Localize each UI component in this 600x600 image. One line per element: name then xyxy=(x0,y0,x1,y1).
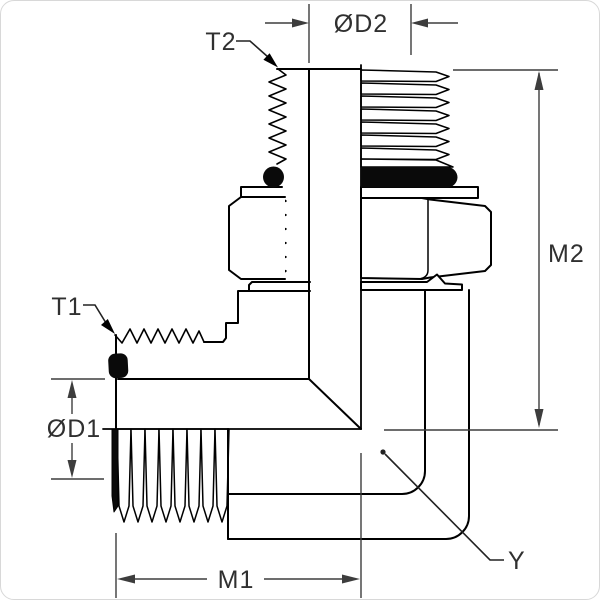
side-port-thread-start xyxy=(111,428,119,513)
o-ring-band xyxy=(361,167,458,188)
hex-locknut-flat-edge xyxy=(420,198,429,280)
body-neck-profile xyxy=(203,290,250,343)
label-m2: M2 xyxy=(548,240,585,268)
dim-m2 xyxy=(384,69,558,431)
dimension-labels: T2 ØD2 M2 T1 ØD1 M1 Y xyxy=(47,10,585,594)
seals xyxy=(108,166,458,379)
top-port-threads xyxy=(360,69,454,168)
washer-right xyxy=(360,186,479,199)
leader-t1 xyxy=(83,304,115,334)
top-port-bore-wall xyxy=(308,68,362,430)
body-flange-right xyxy=(360,273,463,291)
body-inner-silhouette xyxy=(228,289,426,495)
label-y: Y xyxy=(508,547,526,575)
top-port-section-thread-zigzag xyxy=(268,68,287,165)
hex-locknut-left-section xyxy=(228,196,286,280)
hex-locknut-right xyxy=(360,197,492,280)
dim-m1 xyxy=(115,453,362,598)
fitting-body xyxy=(102,64,492,540)
side-port-threads xyxy=(116,428,230,523)
label-d1: ØD1 xyxy=(47,415,101,443)
thread-runout xyxy=(360,158,454,168)
label-d2: ØD2 xyxy=(334,10,388,38)
dimensions xyxy=(51,4,558,598)
leader-t2 xyxy=(236,40,278,68)
leaders xyxy=(83,40,504,561)
leader-y xyxy=(380,449,504,561)
dim-d1 xyxy=(51,378,105,480)
side-port-seal xyxy=(108,353,129,379)
side-port-section-thread-zigzag xyxy=(114,328,205,344)
label-t1: T1 xyxy=(51,293,82,321)
o-ring-section xyxy=(263,166,284,188)
body-flange-left-section xyxy=(248,281,311,292)
label-t2: T2 xyxy=(205,28,236,56)
dim-d2 xyxy=(265,4,458,63)
label-m1: M1 xyxy=(218,566,255,594)
